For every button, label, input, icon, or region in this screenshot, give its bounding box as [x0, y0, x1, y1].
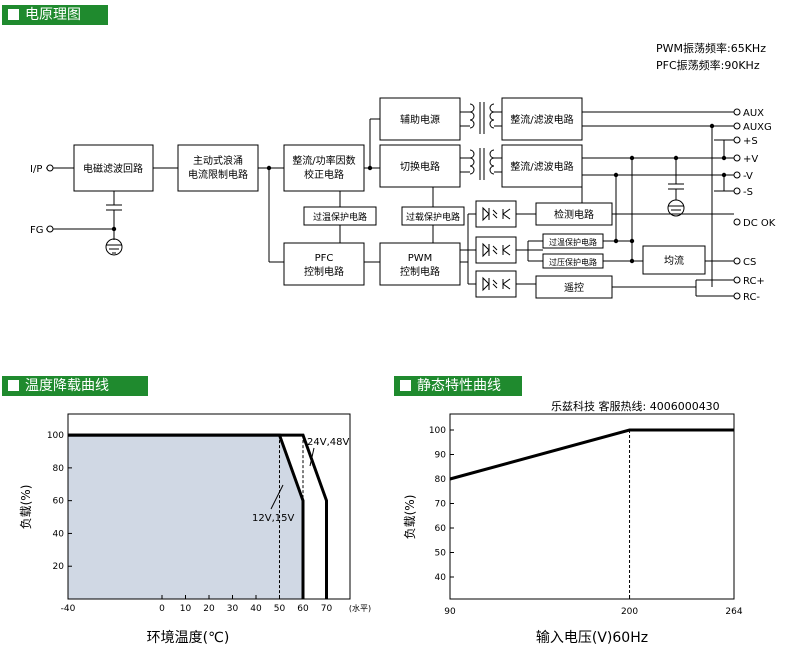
terminal-minus-s: -S — [743, 187, 753, 198]
plot-frame — [449, 413, 735, 600]
y-tick-label: 60 — [53, 497, 65, 507]
section-header-derating: 温度降载曲线 — [2, 376, 148, 396]
x-axis-label: 输入电压(V)60Hz — [536, 630, 648, 646]
series-label-pointer — [270, 484, 284, 510]
block-rect-pfc-line1: 整流/功率因数 — [292, 154, 355, 167]
block-ovp: 过压保护电路 — [549, 257, 597, 267]
service-hotline: 乐兹科技 客服热线: 4006000430 — [551, 400, 720, 413]
x-tick-label: 60 — [297, 604, 309, 614]
block-emi: 电磁滤波回路 — [83, 162, 143, 175]
terminal-fg: FG — [30, 225, 44, 236]
y-tick-label: 100 — [47, 431, 64, 441]
y-tick-label: 70 — [435, 500, 447, 510]
terminal-cs: CS — [743, 257, 756, 268]
terminal-rc-plus: RC+ — [743, 276, 765, 287]
x-tick-label: 50 — [274, 604, 286, 614]
block-switching: 切换电路 — [400, 160, 440, 173]
derating-chart: 20 40 60 80 100 -40 0 10 20 30 40 50 60 70 (水平) 12V,15V… — [19, 413, 371, 646]
x-tick-label: -40 — [61, 604, 76, 614]
x-tick-label: 264 — [725, 607, 742, 617]
square-bullet-icon — [8, 380, 19, 391]
section-title: 温度降载曲线 — [25, 378, 109, 394]
section-header-diagram: 电原理图 — [2, 5, 108, 25]
pfc-frequency-note: PFC振荡频率:90KHz — [656, 59, 760, 72]
terminal-auxg: AUXG — [743, 122, 772, 133]
series-label-24v-48v: 24V,48V — [307, 437, 349, 448]
section-title: 静态特性曲线 — [417, 378, 501, 394]
y-tick-label: 100 — [429, 426, 446, 436]
block-otp-2: 过温保护电路 — [549, 237, 597, 247]
square-bullet-icon — [400, 380, 411, 391]
derating-area-fill — [68, 435, 303, 599]
terminal-plus-v: +V — [743, 154, 758, 165]
pwm-frequency-note: PWM振荡频率:65KHz — [656, 42, 766, 55]
block-diagram: 电磁滤波回路 主动式浪涌 电流限制电路 整流/功率因数 校正电路 辅助电源 整流… — [30, 97, 776, 303]
y-tick-label: 60 — [435, 524, 447, 534]
y-tick-label: 80 — [53, 464, 65, 474]
terminal-minus-v: -V — [743, 171, 753, 182]
block-pfc-line2: 控制电路 — [304, 265, 344, 278]
block-detect: 检测电路 — [554, 208, 594, 221]
y-axis-label: 负载(%) — [19, 485, 33, 530]
x-tick-label: 0 — [159, 604, 165, 614]
block-olp: 过载保护电路 — [406, 211, 460, 223]
block-aux-power: 辅助电源 — [400, 113, 440, 126]
x-tick-label: 70 — [321, 604, 333, 614]
x-tick-label: 200 — [621, 607, 638, 617]
x-tick-label: 10 — [180, 604, 192, 614]
block-pfc-line1: PFC — [315, 253, 334, 264]
series-label-pointer — [309, 447, 315, 467]
section-header-static: 静态特性曲线 — [394, 376, 522, 396]
x-unit-label: (水平) — [349, 603, 371, 613]
terminal-aux: AUX — [743, 108, 764, 119]
series-label-12v-15v: 12V,15V — [252, 513, 294, 524]
series-line-1 — [68, 433, 328, 599]
terminal-ip: I/P — [30, 164, 42, 175]
y-tick-label: 80 — [435, 475, 447, 485]
block-inrush-line2: 电流限制电路 — [188, 168, 248, 181]
block-remote: 遥控 — [564, 281, 584, 294]
x-tick-label: 90 — [444, 607, 456, 617]
y-axis-label: 负载(%) — [403, 495, 417, 540]
y-tick-label: 20 — [53, 562, 65, 572]
section-title: 电原理图 — [25, 7, 81, 23]
terminal-rc-minus: RC- — [743, 292, 760, 303]
block-current-share: 均流 — [664, 254, 684, 267]
x-tick-label: 30 — [227, 604, 239, 614]
y-tick-label: 50 — [435, 549, 447, 559]
square-bullet-icon — [8, 9, 19, 20]
x-tick-label: 40 — [250, 604, 262, 614]
block-pwm-line2: 控制电路 — [400, 265, 440, 278]
static-characteristic-chart: 40 50 60 70 80 90 100 90 200 264 负载(%) 输入电压(V)60Hz — [403, 413, 743, 646]
block-rect-pfc-line2: 校正电路 — [304, 168, 344, 181]
block-rect-filter-1: 整流/滤波电路 — [510, 113, 573, 126]
series-line-0 — [449, 428, 734, 481]
y-tick-label: 40 — [435, 573, 447, 583]
block-pwm-line1: PWM — [408, 253, 433, 264]
terminal-plus-s: +S — [743, 136, 758, 147]
block-rect-filter-2: 整流/滤波电路 — [510, 160, 573, 173]
terminal-dc-ok: DC OK — [743, 218, 776, 229]
x-axis-label: 环境温度(℃) — [147, 630, 230, 646]
x-tick-label: 20 — [203, 604, 215, 614]
block-inrush-line1: 主动式浪涌 — [193, 154, 243, 167]
block-otp-1: 过温保护电路 — [313, 211, 367, 223]
y-tick-label: 40 — [53, 529, 65, 539]
y-tick-label: 90 — [435, 451, 447, 461]
